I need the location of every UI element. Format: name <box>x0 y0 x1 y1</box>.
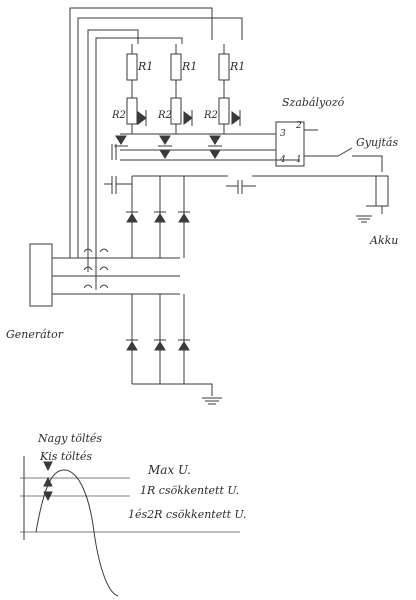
resistor-r2-a <box>126 97 138 125</box>
phase-wires <box>66 248 180 295</box>
graph-label-kis: Kis töltés <box>39 450 92 463</box>
resistor-r1-b <box>170 53 182 81</box>
resistor-r1-c <box>218 53 230 81</box>
capacitors <box>104 144 256 194</box>
ignition-switch <box>252 147 383 177</box>
label-r1-a: R1 <box>137 60 153 73</box>
graph-level-2r: 1és2R csökkentett U. <box>128 508 246 521</box>
label-r2-c: R2 <box>203 110 218 121</box>
label-r2-a: R2 <box>111 110 126 121</box>
thyristor-row <box>114 135 222 161</box>
battery <box>356 175 389 223</box>
label-r1-c: R1 <box>229 60 245 73</box>
regulator-pin-1: 1 <box>296 155 302 165</box>
resistor-r2-c <box>218 97 230 125</box>
label-r1-b: R1 <box>181 60 197 73</box>
field-wires <box>69 7 243 290</box>
regulator-box <box>275 121 318 167</box>
generator-label: Generátor <box>6 328 64 341</box>
label-r2-b: R2 <box>157 110 172 121</box>
regulator-pin-2: 2 <box>295 121 302 131</box>
resistor-column-3 <box>218 44 241 134</box>
voltage-curve <box>35 469 119 597</box>
diode-bridge-lower <box>126 294 222 405</box>
resistor-r2-b <box>170 97 182 125</box>
graph-level-1r: 1R csökkentett U. <box>140 484 239 497</box>
ignition-label: Gyujtás <box>356 136 398 149</box>
resistor-column-2 <box>170 44 193 134</box>
resistor-column-1 <box>120 44 147 135</box>
graph-label-nagy: Nagy töltés <box>37 432 102 445</box>
resistor-r1-a <box>126 53 138 81</box>
battery-label: Akku <box>369 234 398 247</box>
regulator-pin-4: 4 <box>279 155 286 165</box>
diode-bridge-upper <box>126 175 228 258</box>
generator <box>29 243 66 307</box>
charging-graph <box>20 456 240 597</box>
control-bus <box>120 133 300 161</box>
regulator-pin-3: 3 <box>280 129 286 139</box>
graph-level-max: Max U. <box>147 463 191 477</box>
regulator-title: Szabályozó <box>282 96 345 109</box>
